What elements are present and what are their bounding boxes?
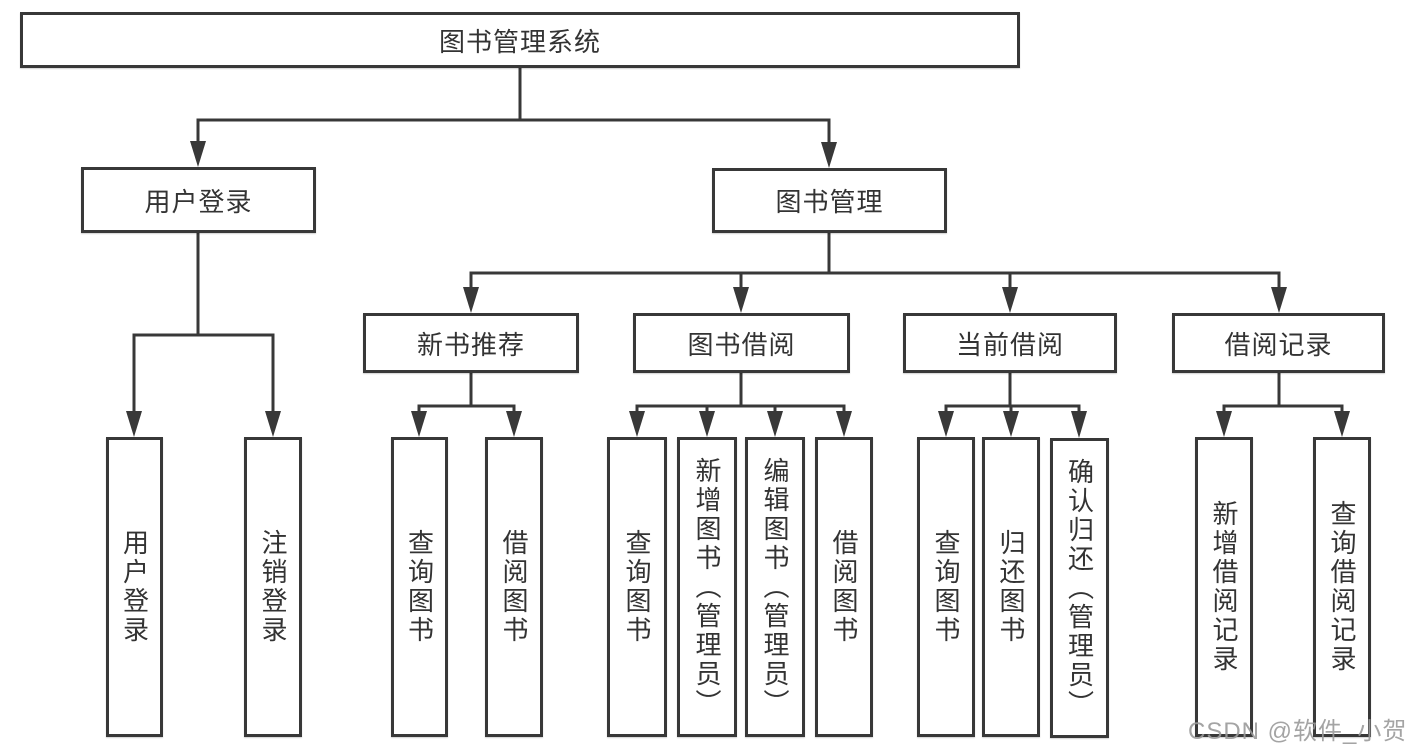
node-book-borrowing: 图书借阅 [633, 313, 850, 373]
node-edit-books-admin: 编辑图书（管理员） [745, 437, 805, 737]
node-add-borrowing-record: 新增借阅记录 [1195, 437, 1253, 737]
node-library-management-system: 图书管理系统 [20, 12, 1020, 68]
node-label: 当前借阅 [955, 329, 1064, 360]
node-label: 图书借阅 [687, 329, 796, 360]
node-label: 确认归还（管理员） [1064, 457, 1095, 719]
node-query-books-recommendation: 查询图书 [391, 437, 448, 737]
node-book-management: 图书管理 [712, 168, 947, 233]
node-label: 新书推荐 [416, 329, 525, 360]
node-label: 借阅记录 [1224, 329, 1333, 360]
node-new-book-recommendation: 新书推荐 [363, 313, 579, 373]
node-label: 归还图书 [996, 529, 1026, 645]
node-label: 查询图书 [404, 529, 435, 645]
node-add-books-admin: 新增图书（管理员） [677, 437, 737, 737]
node-current-borrowing: 当前借阅 [903, 313, 1117, 373]
node-label: 图书管理 [775, 187, 884, 217]
node-user-login: 用户登录 [81, 167, 316, 233]
node-label: 借阅图书 [829, 529, 859, 645]
node-label: 新增借阅记录 [1209, 500, 1239, 674]
node-label: 查询借阅记录 [1327, 500, 1357, 674]
node-label: 注销登录 [258, 529, 288, 645]
node-user-login-leaf: 用户登录 [106, 437, 163, 737]
node-query-books-borrowing: 查询图书 [607, 437, 667, 737]
node-query-borrowing-record: 查询借阅记录 [1313, 437, 1371, 737]
node-logout: 注销登录 [244, 437, 302, 737]
arrowheads [126, 141, 1350, 438]
node-borrow-books-recommendation: 借阅图书 [485, 437, 543, 737]
node-borrow-books-borrowing: 借阅图书 [815, 437, 873, 737]
node-label: 编辑图书（管理员） [760, 456, 790, 718]
node-return-books: 归还图书 [982, 437, 1040, 737]
node-label: 查询图书 [622, 529, 652, 645]
node-label: 图书管理系统 [438, 26, 601, 57]
node-label: 借阅图书 [499, 529, 529, 645]
node-label: 用户登录 [119, 529, 150, 645]
node-label: 新增图书（管理员） [692, 456, 722, 718]
node-label: 用户登录 [144, 186, 253, 217]
node-confirm-return-admin: 确认归还（管理员） [1050, 438, 1109, 738]
node-query-books-current: 查询图书 [917, 437, 975, 737]
node-borrowing-records: 借阅记录 [1172, 313, 1385, 373]
node-label: 查询图书 [931, 529, 961, 645]
